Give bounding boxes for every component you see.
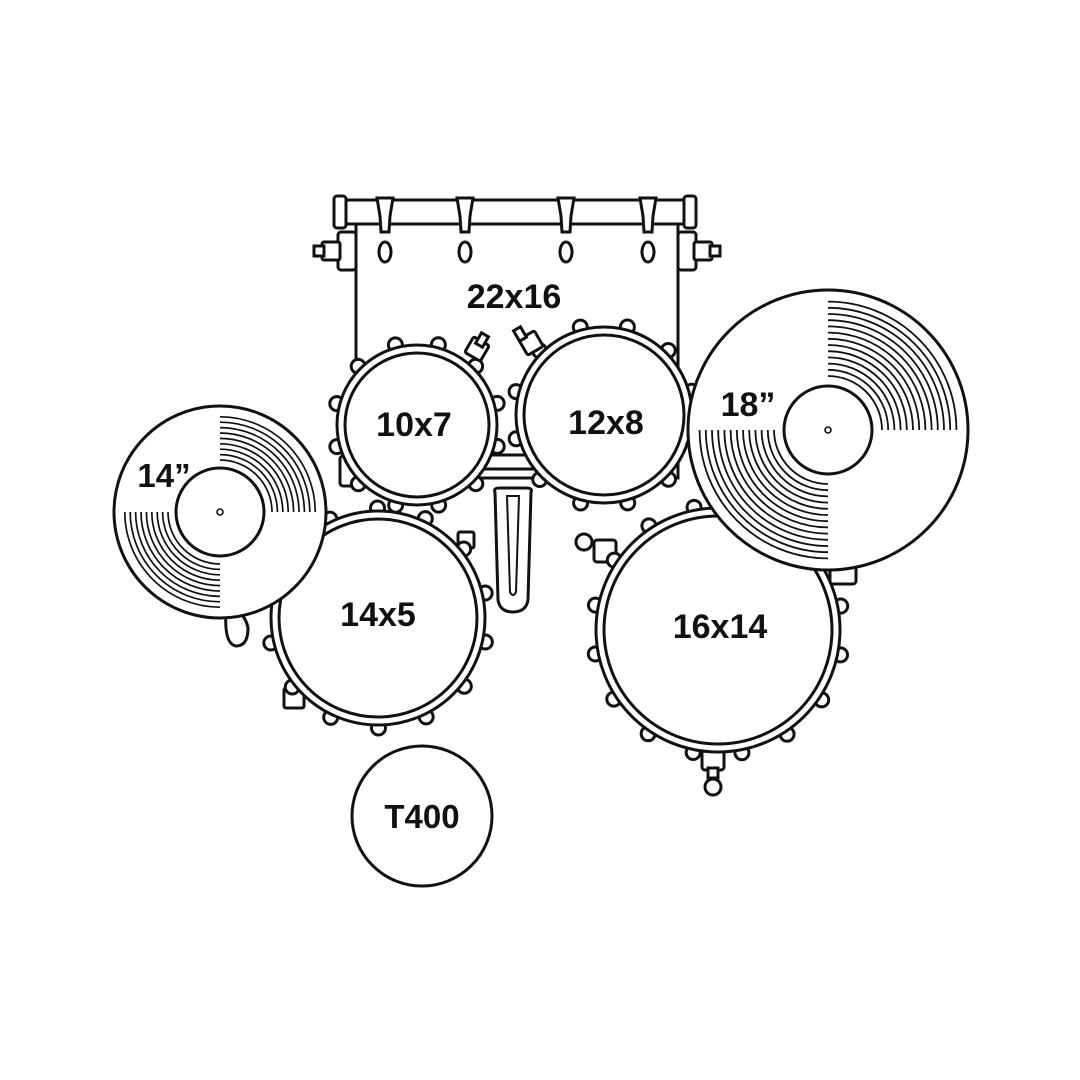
cymbal-groove — [717, 429, 829, 541]
bass-drum-hoop-cap-left — [332, 194, 348, 230]
ride-cymbal-center — [824, 426, 832, 434]
cymbal-groove — [827, 350, 908, 431]
cymbal-groove — [827, 368, 890, 431]
snare-drum: 14x5 — [262, 499, 494, 737]
cymbal-groove — [219, 432, 300, 513]
cymbal-groove — [754, 429, 829, 504]
ride-cymbal-grooves — [698, 300, 958, 560]
cymbal-groove — [704, 429, 829, 554]
cymbal-groove — [161, 511, 221, 571]
cymbal-groove — [123, 511, 221, 609]
cymbal-groove — [773, 429, 829, 485]
floor-tom: 16x14 — [574, 498, 850, 797]
tom-12-mount — [511, 324, 545, 357]
cymbal-groove — [735, 429, 829, 523]
floor-tom-leg-bottom — [700, 746, 726, 797]
tom-10: 10x7 — [328, 330, 506, 514]
throne-model-label: T400 — [384, 798, 459, 835]
cymbal-groove — [742, 429, 829, 516]
cymbal-groove — [711, 429, 829, 547]
tom-10-size-label: 10x7 — [376, 406, 452, 444]
cymbal-groove — [748, 429, 829, 510]
cymbal-groove — [129, 511, 221, 603]
cymbal-groove — [827, 306, 952, 431]
cymbal-groove — [827, 344, 914, 431]
hihat-bell — [174, 466, 266, 558]
tom-10-mount — [463, 330, 491, 363]
drum-throne: T400 — [350, 744, 494, 888]
cymbal-groove — [156, 511, 221, 576]
cymbal-groove — [827, 337, 921, 431]
ride-cymbal: 18” — [686, 288, 970, 586]
bass-drum-spur-left — [312, 230, 358, 272]
cymbal-groove — [827, 375, 883, 431]
tom-10-head — [343, 351, 491, 499]
cymbal-groove — [219, 448, 284, 513]
snare-size-label: 14x5 — [340, 596, 416, 634]
cymbal-groove — [827, 356, 902, 431]
bass-drum-claw-1 — [375, 196, 395, 264]
tom-12: 12x8 — [507, 318, 701, 512]
bass-drum-claw-3 — [556, 196, 576, 264]
cymbal-groove — [219, 421, 311, 513]
cymbal-groove — [219, 459, 273, 513]
hihat-size-label: 14” — [137, 457, 190, 494]
cymbal-groove — [219, 437, 295, 513]
tom-12-head — [522, 333, 686, 497]
ride-cymbal-bell — [782, 384, 874, 476]
cymbal-groove — [140, 511, 221, 592]
hihat-center — [216, 508, 224, 516]
cymbal-groove — [219, 426, 306, 513]
floor-tom-size-label: 16x14 — [673, 608, 768, 646]
cymbal-groove — [698, 429, 829, 560]
cymbal-groove — [827, 300, 958, 431]
hihat-cymbal: 14” — [112, 404, 328, 648]
bass-drum-size-label: 22x16 — [467, 278, 562, 316]
cymbal-groove — [167, 511, 221, 565]
bass-drum-hoop-cap-right — [682, 194, 698, 230]
bass-drum-claw-4 — [638, 196, 658, 264]
cymbal-groove — [827, 362, 896, 431]
throne-seat — [350, 744, 494, 888]
cymbal-groove — [219, 453, 279, 513]
bass-drum-claw-2 — [455, 196, 475, 264]
snare-head — [277, 517, 479, 719]
cymbal-groove — [766, 429, 829, 492]
cymbal-groove — [219, 442, 290, 513]
cymbal-groove — [827, 313, 945, 431]
cymbal-groove — [723, 429, 829, 535]
cymbal-groove — [219, 415, 317, 513]
cymbal-groove — [827, 319, 939, 431]
cymbal-groove — [827, 325, 933, 431]
cymbal-groove — [827, 331, 927, 431]
cymbal-groove — [134, 511, 221, 598]
cymbal-groove — [760, 429, 829, 498]
kick-pedal — [493, 486, 533, 614]
bass-drum-spur-right — [676, 230, 722, 272]
cymbal-groove — [729, 429, 829, 529]
cymbal-groove — [150, 511, 221, 582]
ride-cymbal-size-label: 18” — [721, 386, 776, 424]
tom-12-size-label: 12x8 — [568, 404, 644, 442]
cymbal-groove — [145, 511, 221, 587]
hihat-grooves — [123, 415, 317, 609]
